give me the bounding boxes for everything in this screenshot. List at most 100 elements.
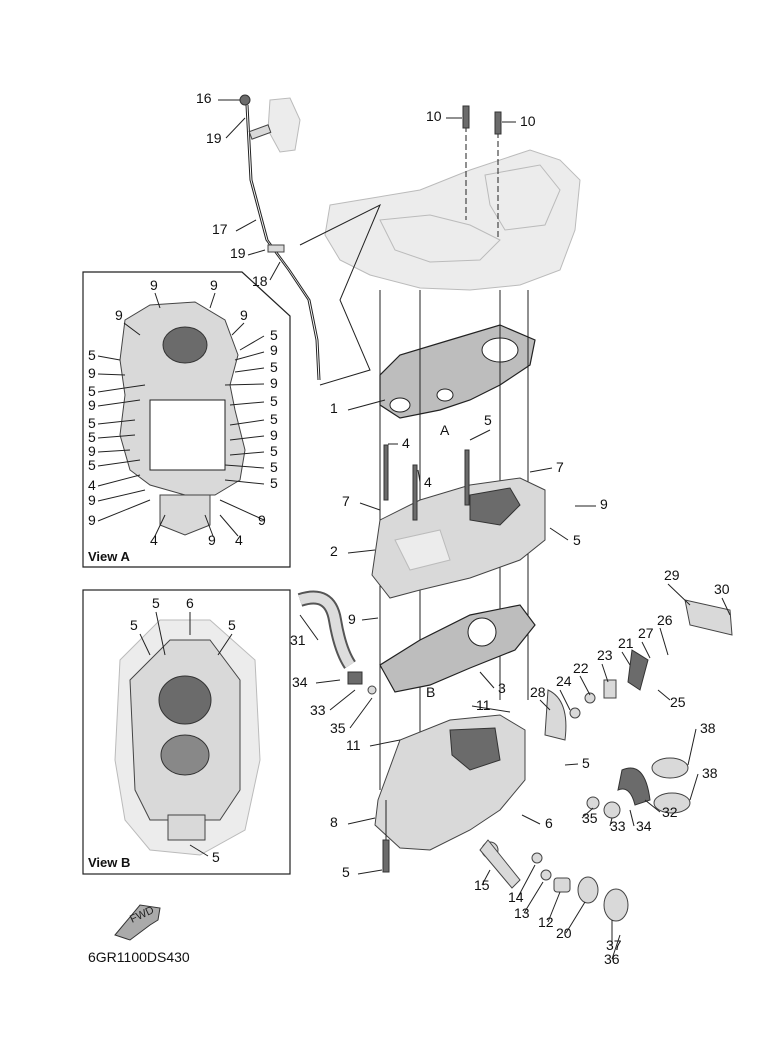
- callout-leader: [217, 633, 233, 656]
- callout-leader: [523, 881, 544, 914]
- callout-label: 36: [604, 951, 620, 967]
- callout-label: 5: [152, 595, 160, 611]
- callout-label: 4: [88, 477, 96, 493]
- callout-label: 28: [530, 684, 546, 700]
- callout-label: 10: [520, 113, 536, 129]
- callout-label: 9: [88, 365, 96, 381]
- callout-leader: [329, 689, 356, 711]
- callout-leader: [565, 901, 586, 934]
- callout-leader: [469, 429, 491, 441]
- callout-leader: [559, 689, 571, 711]
- callout-label: 5: [573, 532, 581, 548]
- callout-leader: [229, 401, 265, 406]
- callout-leader: [229, 435, 265, 441]
- callout-leader: [315, 679, 341, 684]
- callout-leader: [361, 617, 379, 621]
- callout-leader: [97, 373, 126, 376]
- callout-leader: [369, 739, 401, 747]
- callout-leader: [219, 499, 265, 521]
- callout-leader: [97, 355, 121, 361]
- callout-leader: [659, 627, 669, 656]
- callout-leader: [97, 384, 146, 393]
- callout-label: 5: [228, 617, 236, 633]
- callout-leader: [687, 728, 697, 766]
- callout-label: 38: [700, 720, 716, 736]
- callout-leader: [219, 514, 239, 537]
- right-side-parts: [531, 599, 733, 922]
- callout-label: 5: [270, 475, 278, 491]
- callout-leader: [224, 464, 265, 469]
- callout-label: 9: [88, 443, 96, 459]
- callout-leader: [224, 479, 265, 485]
- callout-label: 11: [476, 697, 491, 713]
- callout-label: 8: [330, 814, 338, 830]
- callout-label: 34: [292, 674, 308, 690]
- callout-leader: [347, 817, 376, 825]
- callout-label: 7: [556, 459, 564, 475]
- bolts-10: [462, 105, 502, 240]
- callout-leader: [154, 292, 161, 309]
- callout-label: 6: [186, 595, 194, 611]
- callout-leader: [581, 807, 594, 819]
- callout-leader: [621, 651, 631, 666]
- callout-label: 15: [474, 877, 490, 893]
- callout-leader: [234, 367, 265, 373]
- callout-label: 5: [270, 443, 278, 459]
- callout-leader: [229, 419, 265, 426]
- callout-leader: [97, 449, 131, 453]
- callout-leader: [644, 799, 661, 813]
- callout-leader: [539, 699, 551, 711]
- callout-label: 5: [88, 415, 96, 431]
- callout-label: 9: [208, 532, 216, 548]
- callout-label: 16: [196, 90, 212, 106]
- callout-label: 33: [610, 818, 626, 834]
- callout-leader: [97, 474, 141, 487]
- callout-label: 5: [88, 457, 96, 473]
- callout-label: 27: [638, 625, 654, 641]
- callout-label: 4: [235, 532, 243, 548]
- diagram-code: 6GR1100DS430: [88, 949, 190, 965]
- callout-label: 12: [538, 914, 554, 930]
- callout-label: 7: [342, 493, 350, 509]
- inset-b-title: View B: [88, 855, 130, 870]
- callout-label: 31: [290, 632, 306, 648]
- callout-leader: [97, 419, 136, 425]
- callout-leader: [347, 399, 386, 411]
- callout-label: 19: [230, 245, 246, 261]
- callout-label: 17: [212, 221, 228, 237]
- callout-label: 4: [150, 532, 158, 548]
- callout-leader: [601, 663, 609, 683]
- callout-leader: [239, 335, 265, 351]
- callout-leader: [209, 292, 216, 309]
- callout-label: 5: [342, 864, 350, 880]
- callout-leader: [479, 671, 495, 689]
- callout-label: 5: [270, 327, 278, 343]
- callout-leader: [97, 499, 151, 522]
- callout-leader: [97, 399, 141, 407]
- callout-label: 11: [346, 737, 361, 753]
- callout-label: 18: [252, 273, 268, 289]
- callout-label: 9: [88, 397, 96, 413]
- callout-label: 38: [702, 765, 718, 781]
- callout-leader: [97, 489, 146, 502]
- callout-label: 29: [664, 567, 680, 583]
- callout-label: 4: [402, 435, 410, 451]
- callout-leader: [97, 459, 141, 467]
- callout-label: 35: [330, 720, 346, 736]
- callout-label: 10: [426, 108, 442, 124]
- callout-leader: [204, 514, 214, 537]
- callout-label: 6: [545, 815, 553, 831]
- gasket-1: [379, 324, 536, 419]
- callout-leader: [234, 351, 265, 361]
- callout-label: 33: [310, 702, 326, 718]
- callout-leader: [517, 864, 536, 898]
- callout-leader: [235, 219, 257, 232]
- callout-label: 9: [115, 307, 123, 323]
- callout-leader: [123, 322, 141, 336]
- callout-label: 9: [88, 492, 96, 508]
- callout-label: 22: [573, 660, 589, 676]
- callout-label: 23: [597, 647, 613, 663]
- callout-label: 3: [498, 680, 506, 696]
